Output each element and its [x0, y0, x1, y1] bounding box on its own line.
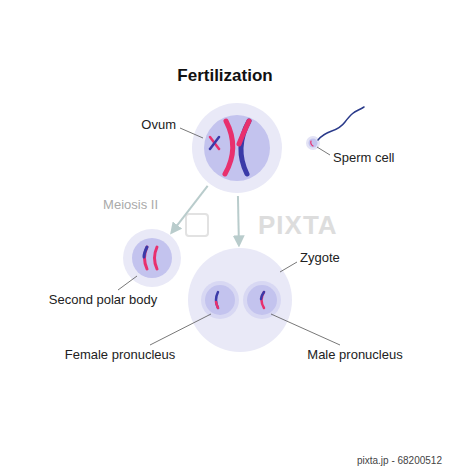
leader-line — [118, 276, 137, 290]
leader-line — [317, 147, 330, 155]
cell-outline — [201, 281, 239, 319]
cell-nucleus — [205, 285, 235, 315]
chromosome — [145, 247, 148, 269]
chromosome — [210, 137, 219, 149]
cell-nucleus — [204, 115, 270, 181]
chromosome — [239, 121, 249, 144]
chromosome — [216, 292, 218, 308]
chromosome — [225, 121, 233, 174]
cell-label: Male pronucleus — [307, 347, 402, 363]
sperm-head: Sperm cell — [306, 136, 320, 150]
cell-nucleus — [132, 238, 172, 278]
chromosome — [216, 302, 218, 308]
cell-nucleus — [247, 285, 277, 315]
cell-nucleus — [309, 139, 318, 148]
chromosome — [311, 141, 313, 146]
diagram-title: Fertilization — [177, 68, 272, 84]
pronucleus: Male pronucleus — [243, 281, 281, 319]
cell-label: Sperm cell — [333, 150, 394, 166]
watermark: PIXTA — [258, 217, 338, 233]
cell-outline — [243, 281, 281, 319]
chromosome — [155, 247, 158, 269]
watermark-id: pixta.jp - 68200512 — [357, 453, 442, 469]
process-arrow — [172, 186, 208, 233]
cell-label: Female pronucleus — [65, 347, 176, 363]
polar-body: Second polar body — [123, 229, 181, 287]
ovum-cell: Ovum — [192, 103, 282, 193]
cell-outline — [306, 136, 320, 150]
cell-membrane — [188, 248, 292, 352]
watermark-logo — [186, 214, 208, 236]
cell-outline — [123, 229, 181, 287]
cell-membrane — [201, 281, 239, 319]
cell-membrane — [123, 229, 181, 287]
zygote-cell: ZygoteFemale pronucleusMale pronucleus — [188, 248, 292, 352]
process-arrow — [237, 196, 240, 245]
chromosome — [261, 292, 264, 299]
sperm-tail — [318, 107, 364, 140]
cell-label: Ovum — [141, 117, 176, 133]
chromosome — [144, 247, 147, 257]
leader-line — [280, 262, 297, 272]
chromosome — [210, 137, 219, 149]
cell-label: Second polar body — [49, 292, 157, 308]
cell-membrane — [192, 103, 282, 193]
cell-membrane — [306, 136, 320, 150]
cell-label: Zygote — [300, 250, 340, 266]
cell-membrane — [243, 281, 281, 319]
chromosome — [262, 292, 265, 308]
pronucleus: Female pronucleus — [201, 281, 239, 319]
cell-outline — [192, 103, 282, 193]
process-label: Meiosis II — [103, 197, 158, 213]
cell-outline — [188, 248, 292, 352]
